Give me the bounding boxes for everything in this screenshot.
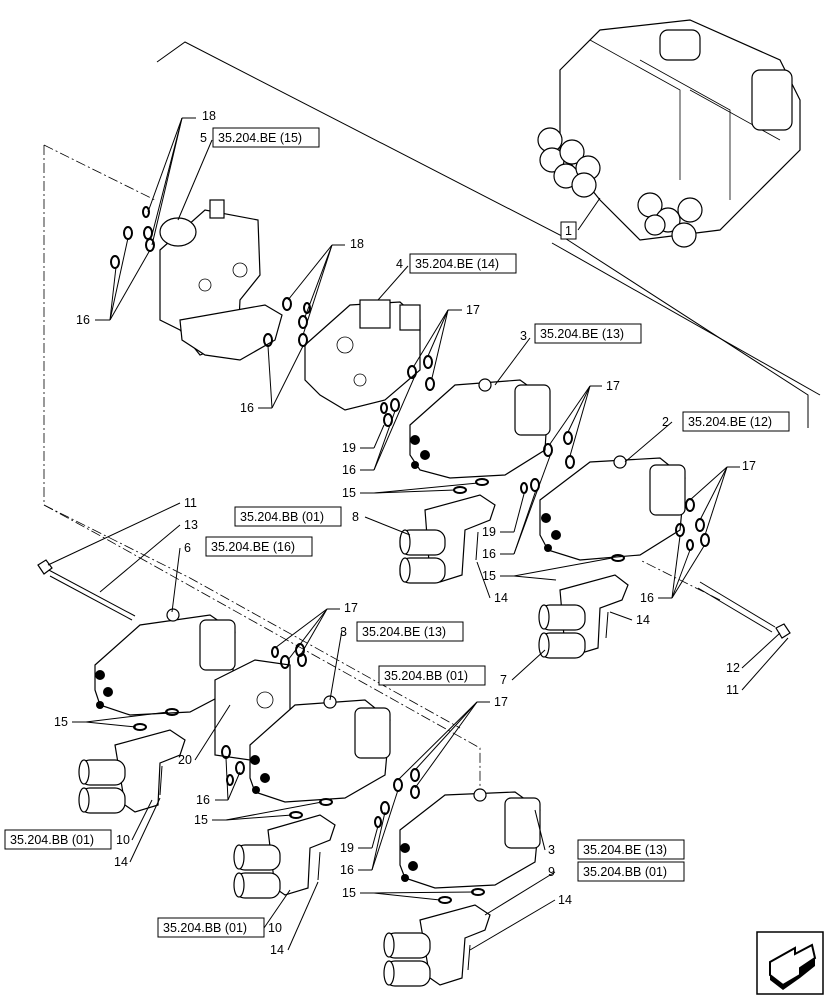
callout-17: 17 <box>344 601 358 615</box>
coupler-7 <box>538 574 629 659</box>
callout-18: 18 <box>350 237 364 251</box>
reference-box-be13-middle[interactable]: 35.204.BE (13) <box>356 621 464 642</box>
coupler-8 <box>399 494 496 584</box>
callout-8: 8 <box>352 510 359 524</box>
callout-14: 14 <box>114 855 128 869</box>
callout-16: 16 <box>76 313 90 327</box>
callout-3: 3 <box>520 329 527 343</box>
callout-18: 18 <box>202 109 216 123</box>
callout-17: 17 <box>466 303 480 317</box>
callout-15: 15 <box>482 569 496 583</box>
callout-17: 17 <box>606 379 620 393</box>
callout-16: 16 <box>482 547 496 561</box>
valve-section-4 <box>263 297 421 414</box>
reference-text-be15: 35.204.BE (15) <box>218 131 302 145</box>
callout-17: 17 <box>494 695 508 709</box>
valve-section-3-upper <box>383 355 551 494</box>
callout-20: 20 <box>178 753 192 767</box>
reference-text-be13-lower: 35.204.BE (13) <box>583 843 667 857</box>
callout-5: 5 <box>200 131 207 145</box>
valve-section-6 <box>94 608 236 731</box>
reference-text-bb01-coupler7: 35.204.BB (01) <box>384 669 468 683</box>
valve-section-2 <box>520 431 710 562</box>
next-page-arrow-icon[interactable] <box>756 931 824 995</box>
reference-text-bb01-coupler8: 35.204.BB (01) <box>240 510 324 524</box>
callout-11: 11 <box>184 496 197 510</box>
reference-text-bb01-coupler10-middle: 35.204.BB (01) <box>163 921 247 935</box>
reference-box-be15[interactable]: 35.204.BE (15) <box>212 127 320 148</box>
callout-16: 16 <box>240 401 254 415</box>
callout-2: 2 <box>662 415 669 429</box>
reference-box-be16[interactable]: 35.204.BE (16) <box>205 536 313 557</box>
callout-box-1[interactable]: 1 <box>560 221 577 240</box>
callout-16: 16 <box>196 793 210 807</box>
reference-box-be13-upper[interactable]: 35.204.BE (13) <box>534 323 642 344</box>
reference-text-be14: 35.204.BE (14) <box>415 257 499 271</box>
callout-15: 15 <box>342 486 356 500</box>
callout-13: 13 <box>184 518 198 532</box>
callout-10: 10 <box>268 921 282 935</box>
callout-14: 14 <box>494 591 508 605</box>
reference-box-bb01-coupler7[interactable]: 35.204.BB (01) <box>378 665 486 686</box>
callout-numbers: 18 5 16 18 4 16 17 3 19 16 15 8 14 17 2 … <box>54 109 756 957</box>
reference-text-bb01-coupler10-left: 35.204.BB (01) <box>10 833 94 847</box>
reference-box-be13-lower[interactable]: 35.204.BE (13) <box>577 839 685 860</box>
callout-15: 15 <box>342 886 356 900</box>
reference-box-be12[interactable]: 35.204.BE (12) <box>682 411 790 432</box>
reference-text-be13-middle: 35.204.BE (13) <box>362 625 446 639</box>
callout-16: 16 <box>340 863 354 877</box>
callout-15: 15 <box>194 813 208 827</box>
coupler-9 <box>383 904 491 987</box>
callout-14: 14 <box>636 613 650 627</box>
coupler-10-left <box>78 729 186 814</box>
callout-14: 14 <box>270 943 284 957</box>
reference-text-bb01-coupler9: 35.204.BB (01) <box>583 865 667 879</box>
reference-text-be13-upper: 35.204.BE (13) <box>540 327 624 341</box>
reference-text-be16: 35.204.BE (16) <box>211 540 295 554</box>
callout-3: 3 <box>340 625 347 639</box>
callout-16: 16 <box>342 463 356 477</box>
reference-text-be12: 35.204.BE (12) <box>688 415 772 429</box>
callout-19: 19 <box>342 441 356 455</box>
reference-box-be14[interactable]: 35.204.BE (14) <box>409 253 517 274</box>
callout-19: 19 <box>482 525 496 539</box>
callout-17: 17 <box>742 459 756 473</box>
callout-4: 4 <box>396 257 403 271</box>
valve-section-3-lower <box>374 768 541 904</box>
callout-7: 7 <box>500 673 507 687</box>
valve-section-5 <box>110 199 283 361</box>
reference-box-bb01-coupler9[interactable]: 35.204.BB (01) <box>577 861 685 882</box>
reference-box-bb01-coupler8[interactable]: 35.204.BB (01) <box>234 506 342 527</box>
reference-box-bb01-coupler10-left[interactable]: 35.204.BB (01) <box>4 829 112 850</box>
callout-1: 1 <box>565 224 572 238</box>
callout-6: 6 <box>184 541 191 555</box>
callout-16: 16 <box>640 591 654 605</box>
callout-11: 11 <box>726 683 739 697</box>
valve-section-3-middle <box>214 643 391 819</box>
callout-3: 3 <box>548 843 555 857</box>
valve-assembly-complete <box>537 19 801 248</box>
coupler-10-middle <box>233 814 336 899</box>
tie-rods <box>37 559 791 639</box>
callout-14: 14 <box>558 893 572 907</box>
reference-box-bb01-coupler10-middle[interactable]: 35.204.BB (01) <box>157 917 265 938</box>
leader-lines <box>47 117 789 951</box>
callout-9: 9 <box>548 865 555 879</box>
callout-12: 12 <box>726 661 740 675</box>
callout-15: 15 <box>54 715 68 729</box>
callout-19: 19 <box>340 841 354 855</box>
callout-10: 10 <box>116 833 130 847</box>
